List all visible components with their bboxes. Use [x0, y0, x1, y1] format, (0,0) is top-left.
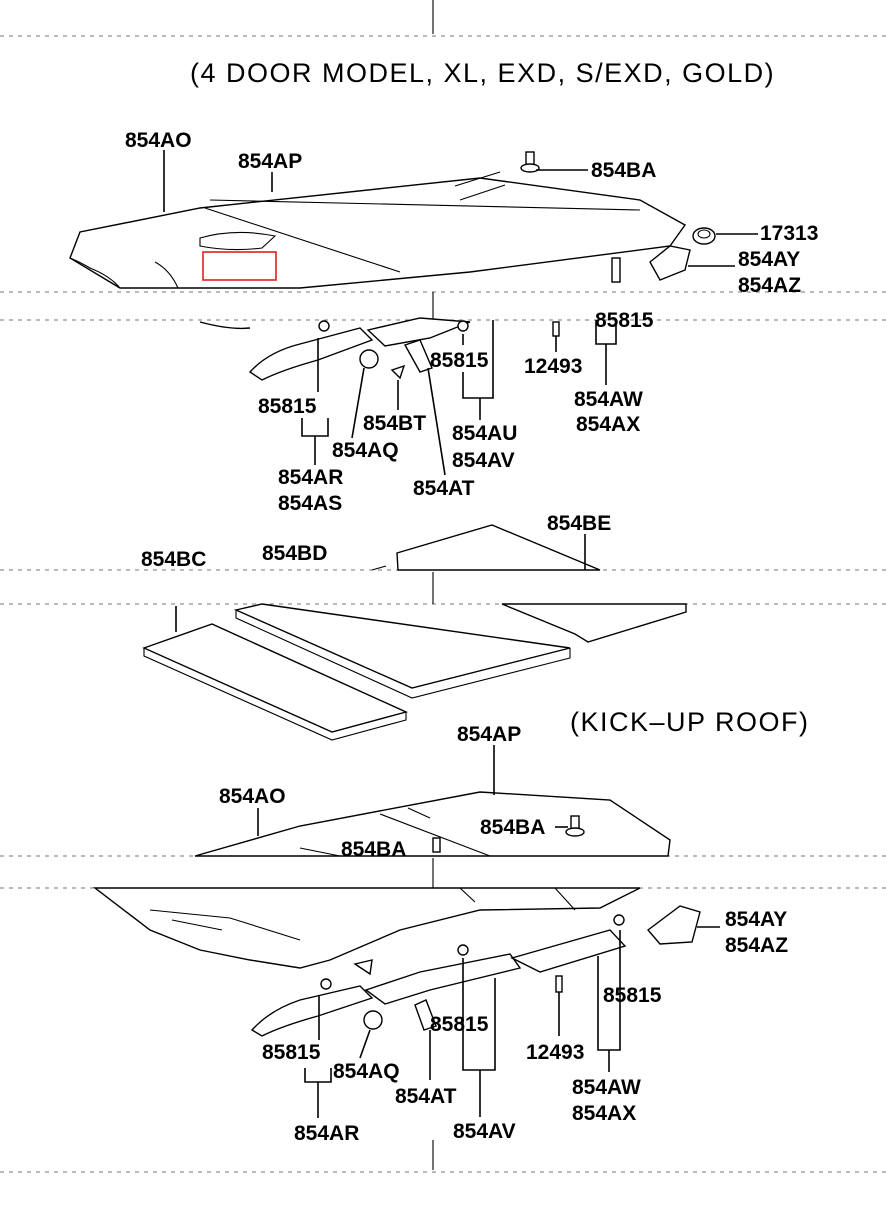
- label-854BE: 854BE: [547, 512, 611, 535]
- label-854BD: 854BD: [262, 542, 327, 565]
- label-85815-left: 85815: [258, 395, 317, 418]
- label-12493: 12493: [524, 355, 582, 378]
- label-85815-center: 85815: [430, 349, 489, 372]
- label-854AP: 854AP: [238, 150, 302, 173]
- label-854AZ: 854AZ: [738, 274, 801, 297]
- label-854AV-kickup: 854AV: [453, 1120, 516, 1143]
- leader-lines-kickup: [257, 745, 720, 1118]
- label-854AO-kickup: 854AO: [219, 785, 286, 808]
- pad-854BD-icon: [233, 565, 571, 699]
- label-854BC: 854BC: [141, 548, 206, 571]
- label-85815-right: 85815: [595, 309, 654, 332]
- label-854AQ-kickup: 854AQ: [333, 1060, 400, 1083]
- highlighted-region: [202, 251, 277, 281]
- grommet-17313-icon: [692, 227, 716, 245]
- label-854AW: 854AW: [574, 388, 643, 411]
- pad-854BE-icon: [396, 524, 687, 643]
- label-854AS: 854AS: [278, 492, 342, 515]
- label-854BA-kickup-2: 854BA: [341, 838, 406, 861]
- bracket-854AY-icon: [611, 245, 691, 283]
- label-854AX-kickup: 854AX: [572, 1102, 636, 1125]
- label-12493-kickup: 12493: [526, 1041, 584, 1064]
- clip-854BA-kickup-icon: [432, 815, 585, 853]
- pad-854BC-icon: [142, 623, 409, 741]
- label-854BT: 854BT: [363, 412, 426, 435]
- label-854AX: 854AX: [576, 413, 640, 436]
- label-85815-right-kickup: 85815: [603, 984, 662, 1007]
- label-854AZ-kickup: 854AZ: [725, 934, 788, 957]
- label-854AP-kickup: 854AP: [457, 723, 521, 746]
- label-854AT: 854AT: [413, 477, 475, 500]
- label-854BA: 854BA: [591, 159, 656, 182]
- label-85815-left-kickup: 85815: [262, 1041, 321, 1064]
- scan-seams: [0, 0, 887, 1173]
- leader-lines-mid-top: [301, 320, 617, 476]
- label-17313: 17313: [760, 222, 818, 245]
- clip-854BA-icon: [520, 151, 540, 173]
- label-854AU: 854AU: [452, 422, 517, 445]
- leader-lines-top: [163, 150, 758, 267]
- kickup-roof-caption: (KICK–UP ROOF): [570, 707, 810, 737]
- headlining-assembly-kickup: [92, 791, 671, 969]
- label-854AY: 854AY: [738, 248, 800, 271]
- side-rail-assembly-kickup: [250, 905, 701, 1037]
- label-854AT-kickup: 854AT: [395, 1085, 457, 1108]
- label-854AR-kickup: 854AR: [294, 1122, 359, 1145]
- leader-lines-pads: [175, 534, 586, 632]
- model-caption: (4 DOOR MODEL, XL, EXD, S/EXD, GOLD): [190, 58, 775, 88]
- label-85815-center-kickup: 85815: [430, 1013, 489, 1036]
- label-854AO: 854AO: [125, 129, 192, 152]
- label-854AQ: 854AQ: [332, 439, 399, 462]
- label-854AY-kickup: 854AY: [725, 908, 787, 931]
- label-854AW-kickup: 854AW: [572, 1076, 641, 1099]
- headlining-assembly-top: [69, 171, 687, 289]
- label-854AR: 854AR: [278, 466, 343, 489]
- label-854AV: 854AV: [452, 449, 515, 472]
- side-rail-assembly-top: [199, 317, 560, 381]
- label-854BA-kickup: 854BA: [480, 816, 545, 839]
